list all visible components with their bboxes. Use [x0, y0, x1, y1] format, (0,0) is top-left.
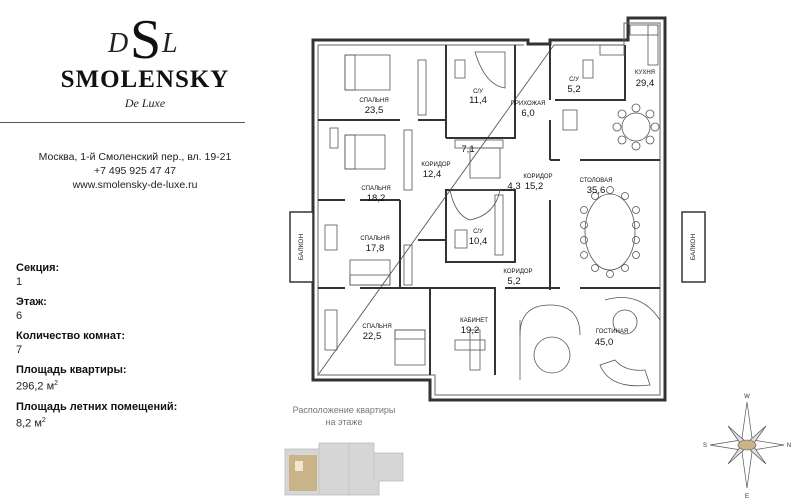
divider — [0, 122, 245, 123]
fact-value: 296,2 м2 — [16, 377, 246, 394]
apartment-highlight — [289, 455, 317, 491]
floor-location-minimap — [284, 442, 404, 496]
room-name: ГОСТИНАЯ — [596, 329, 628, 335]
room-area: 5,2 — [507, 276, 520, 287]
room-area: 22,5 — [363, 331, 382, 342]
compass-label-w: W — [744, 394, 750, 400]
fact-label: Этаж: — [16, 296, 47, 308]
fact-floor: Этаж: 6 — [16, 296, 246, 323]
fact-label: Площадь квартиры: — [16, 364, 127, 376]
brand-name: SMOLENSKY — [60, 66, 230, 93]
balcony-left-label: БАЛКОН — [298, 234, 305, 261]
room-name: ПРИХОЖАЯ — [511, 101, 546, 107]
room-area: 23,5 — [365, 105, 384, 116]
address-text: Москва, 1-й Смоленский пер., вл. 19-21 — [38, 151, 232, 163]
monogram-right: L — [161, 28, 178, 59]
contact-block: Москва, 1-й Смоленский пер., вл. 19-21 +… — [30, 150, 240, 192]
room-area: 17,8 — [366, 243, 385, 254]
room-area: 11,4 — [469, 95, 487, 106]
room-area: 18,2 — [367, 193, 386, 204]
interior-walls — [318, 45, 660, 375]
compass-rose-icon: W E S N — [703, 394, 791, 500]
fact-section: Секция: 1 — [16, 262, 246, 289]
room-area: 15,2 — [525, 181, 544, 192]
monogram-icon: D S L — [107, 9, 178, 68]
outer-walls-inner — [317, 22, 661, 396]
room-name: КОРИДОР — [523, 174, 552, 180]
fact-unit-power: 2 — [54, 380, 59, 387]
room-name: С/У — [569, 77, 579, 83]
fact-unit-power: 2 — [41, 416, 46, 424]
phone-text[interactable]: +7 495 925 47 47 — [93, 165, 177, 177]
compass-label-s: S — [703, 443, 707, 449]
room-name: СПАЛЬНЯ — [360, 236, 389, 242]
fact-value: 7 — [16, 344, 23, 356]
fact-area: Площадь квартиры: 296,2 м2 — [16, 364, 246, 394]
room-name: СПАЛЬНЯ — [359, 98, 388, 104]
fact-value-number: 296,2 м — [16, 380, 55, 393]
location-caption-line1: Расположение квартиры — [292, 405, 396, 415]
apartment-facts: Секция: 1 Этаж: 6 Количество комнат: 7 П… — [16, 262, 246, 437]
fact-value-number: 8,2 м — [16, 417, 42, 430]
room-area: 35,6 — [587, 185, 606, 196]
compass-label-e: E — [745, 494, 749, 500]
fact-label: Площадь летних помещений: — [16, 400, 178, 413]
fact-value: 1 — [16, 276, 23, 288]
brand-subtitle: De Luxe — [124, 96, 166, 110]
room-name: СПАЛЬНЯ — [361, 186, 390, 192]
room-area: 7,1 — [461, 144, 474, 155]
room-name: КУХНЯ — [635, 70, 655, 76]
compass-label-n: N — [787, 443, 791, 449]
room-name: С/У — [473, 229, 483, 235]
room-area: 19,2 — [461, 325, 480, 336]
fact-value: 8,2 м2 — [16, 414, 246, 431]
room-name: КОРИДОР — [421, 162, 450, 168]
balcony-left: БАЛКОН — [289, 211, 314, 283]
brand-logo: D S L SMOLENSKY De Luxe — [50, 8, 240, 116]
room-area: 29,4 — [636, 78, 655, 89]
balcony-right: БАЛКОН — [681, 211, 706, 283]
room-area: 4,3 — [507, 181, 520, 192]
room-area: 12,4 — [423, 169, 442, 180]
room-name: КАБИНЕТ — [460, 318, 488, 324]
monogram-center: S — [130, 9, 161, 68]
fact-summer-area: Площадь летних помещений: 8,2 м2 — [16, 401, 246, 431]
balcony-right-label: БАЛКОН — [690, 234, 697, 261]
website-link[interactable]: www.smolensky-de-luxe.ru — [72, 179, 198, 191]
room-name: СПАЛЬНЯ — [362, 324, 391, 330]
location-caption-line2: на этаже — [325, 417, 363, 427]
room-labels: СПАЛЬНЯ 23,5 С/У 11,4 ПРИХОЖАЯ 6,0 С/У 5… — [359, 70, 655, 348]
room-area: 5,2 — [567, 84, 580, 95]
room-area: 10,4 — [469, 236, 488, 247]
fact-rooms: Количество комнат: 7 — [16, 330, 246, 357]
room-name: С/У — [473, 89, 483, 95]
fact-label: Количество комнат: — [16, 330, 126, 342]
room-area: 45,0 — [595, 337, 614, 348]
room-area: 6,0 — [521, 108, 534, 119]
fact-value: 6 — [16, 310, 23, 322]
room-name: СТОЛОВАЯ — [580, 178, 613, 184]
fact-label: Секция: — [16, 262, 60, 274]
room-name: КОРИДОР — [503, 269, 532, 275]
location-caption: Расположение квартиры на этаже — [284, 404, 404, 428]
furniture — [324, 24, 661, 387]
outer-walls — [311, 16, 667, 402]
monogram-left: D — [107, 28, 128, 59]
